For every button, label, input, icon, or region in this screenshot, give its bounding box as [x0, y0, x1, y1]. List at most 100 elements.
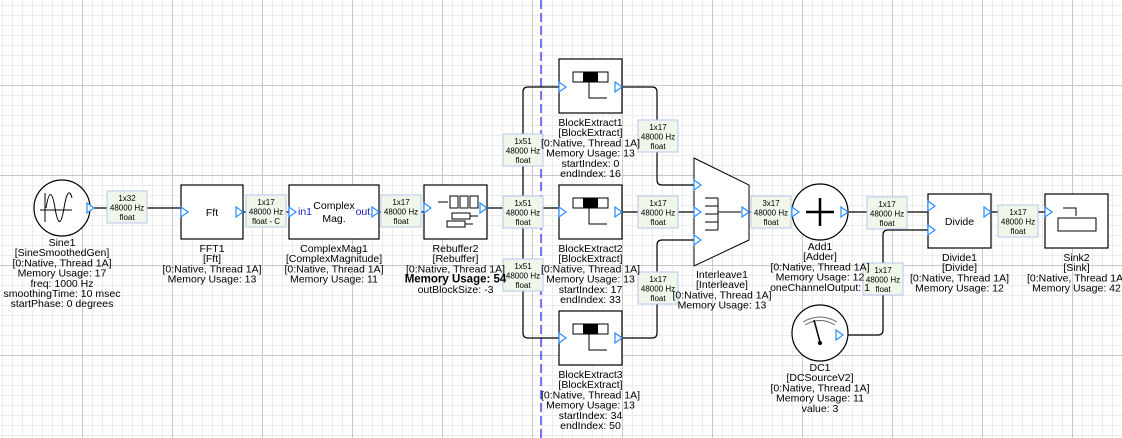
port-icon[interactable] [558, 80, 568, 94]
wire-info-text: 48000 Hz [506, 147, 540, 156]
port-icon[interactable] [479, 201, 489, 215]
block-il1[interactable]: Interleave1[Interleave][0:Native, Thread… [672, 157, 772, 312]
port-icon[interactable] [423, 201, 433, 215]
connection-wire[interactable] [522, 208, 559, 339]
port-icon[interactable] [235, 205, 245, 219]
block-be3[interactable]: BlockExtract3[BlockExtract][0:Native, Th… [541, 310, 640, 432]
extract-arrow [588, 82, 607, 99]
port-icon[interactable] [693, 178, 703, 192]
wire-info-text: 1x17 [1009, 208, 1027, 217]
port-icon[interactable] [614, 80, 624, 94]
port-icon[interactable] [288, 205, 298, 219]
port-icon[interactable] [840, 205, 850, 219]
block-info-text: Memory Usage: 11 [776, 393, 864, 405]
port-icon[interactable] [791, 205, 801, 219]
block-body[interactable] [558, 310, 623, 366]
wire-info-text: 48000 Hz [754, 209, 788, 218]
port-icon[interactable] [86, 201, 96, 215]
wire-info-text: 48000 Hz [110, 204, 144, 213]
wire-info-box [637, 271, 679, 305]
block-rebuf2[interactable]: Rebuffer2[Rebuffer][0:Native, Thread 1A]… [405, 184, 507, 296]
plus-icon [806, 198, 834, 226]
port-icon[interactable] [180, 205, 190, 219]
block-body[interactable] [180, 184, 244, 240]
wire-info-text: 48000 Hz [506, 272, 540, 281]
port-icon[interactable] [614, 205, 624, 219]
rebuffer-icon [438, 195, 479, 228]
block-body[interactable] [33, 179, 91, 237]
wire-info-text: 1x32 [118, 194, 136, 203]
block-info-text: [Adder] [803, 251, 837, 263]
block-body[interactable] [423, 184, 488, 240]
block-body[interactable] [558, 184, 623, 240]
port-icon[interactable] [927, 223, 937, 237]
port-icon[interactable] [558, 331, 568, 345]
wire-info-text: float [650, 142, 666, 151]
block-be2[interactable]: BlockExtract2[BlockExtract][0:Native, Th… [541, 184, 640, 306]
wire-info-text: float [650, 294, 666, 303]
block-info-text: endIndex: 16 [560, 168, 621, 180]
port-icon[interactable] [1044, 205, 1054, 219]
block-info-text: Memory Usage: 12 [776, 272, 865, 284]
block-dc1[interactable]: DC1[DCSourceV2][0:Native, Thread 1A]Memo… [770, 304, 870, 415]
port-icon[interactable] [741, 205, 751, 219]
extract-fill [583, 72, 598, 82]
wire-info-box [502, 195, 544, 229]
block-sine1[interactable]: Sine1[SineSmoothedGen][0:Native, Thread … [4, 179, 121, 310]
wire-info-box [997, 204, 1039, 238]
wire-info-text: float [119, 213, 135, 222]
block-body[interactable] [927, 193, 992, 249]
port-icon[interactable] [558, 205, 568, 219]
block-info-text: startIndex: 0 [562, 158, 620, 170]
block-info-text: [0:Native, Thread 1A] [672, 289, 771, 301]
block-body[interactable] [288, 184, 380, 240]
block-be1[interactable]: BlockExtract1[BlockExtract][0:Native, Th… [541, 58, 640, 180]
wire-info-text: 1x17 [874, 266, 892, 275]
port-icon[interactable] [614, 331, 624, 345]
wire-info-text: float [1010, 227, 1026, 236]
wire-info-text: float [650, 218, 666, 227]
block-info-text: [0:Native, Thread 1A] [910, 272, 1009, 284]
block-extract-icon [572, 323, 609, 351]
block-info-text: endIndex: 50 [560, 420, 621, 432]
port-icon[interactable] [371, 205, 381, 219]
extract-arrow [588, 208, 607, 225]
block-info-text: Memory Usage: 13 [678, 300, 767, 312]
wire-info-text: float - C [252, 217, 280, 226]
block-info-text: FFT1 [199, 243, 224, 255]
wire-info-box [637, 195, 679, 229]
block-info-text: [BlockExtract] [558, 127, 622, 139]
block-body[interactable] [558, 58, 623, 114]
block-info-text: Add1 [808, 241, 833, 253]
port-icon[interactable] [693, 205, 703, 219]
port-icon[interactable] [927, 199, 937, 213]
port-icon[interactable] [983, 205, 993, 219]
block-sink2[interactable]: Sink2[Sink][0:Native, Thread 1A]Memory U… [1027, 193, 1122, 295]
block-body[interactable] [791, 304, 849, 362]
block-inner-label: Divide [945, 216, 974, 228]
port-icon[interactable] [835, 328, 845, 342]
block-add1[interactable]: Add1[Adder][0:Native, Thread 1A]Memory U… [770, 183, 870, 294]
sine-wave-path [40, 192, 73, 222]
meter-scale [802, 316, 838, 326]
connection-wire[interactable] [522, 86, 559, 208]
wire-info-text: 48000 Hz [641, 209, 675, 218]
port-icon[interactable] [693, 233, 703, 247]
